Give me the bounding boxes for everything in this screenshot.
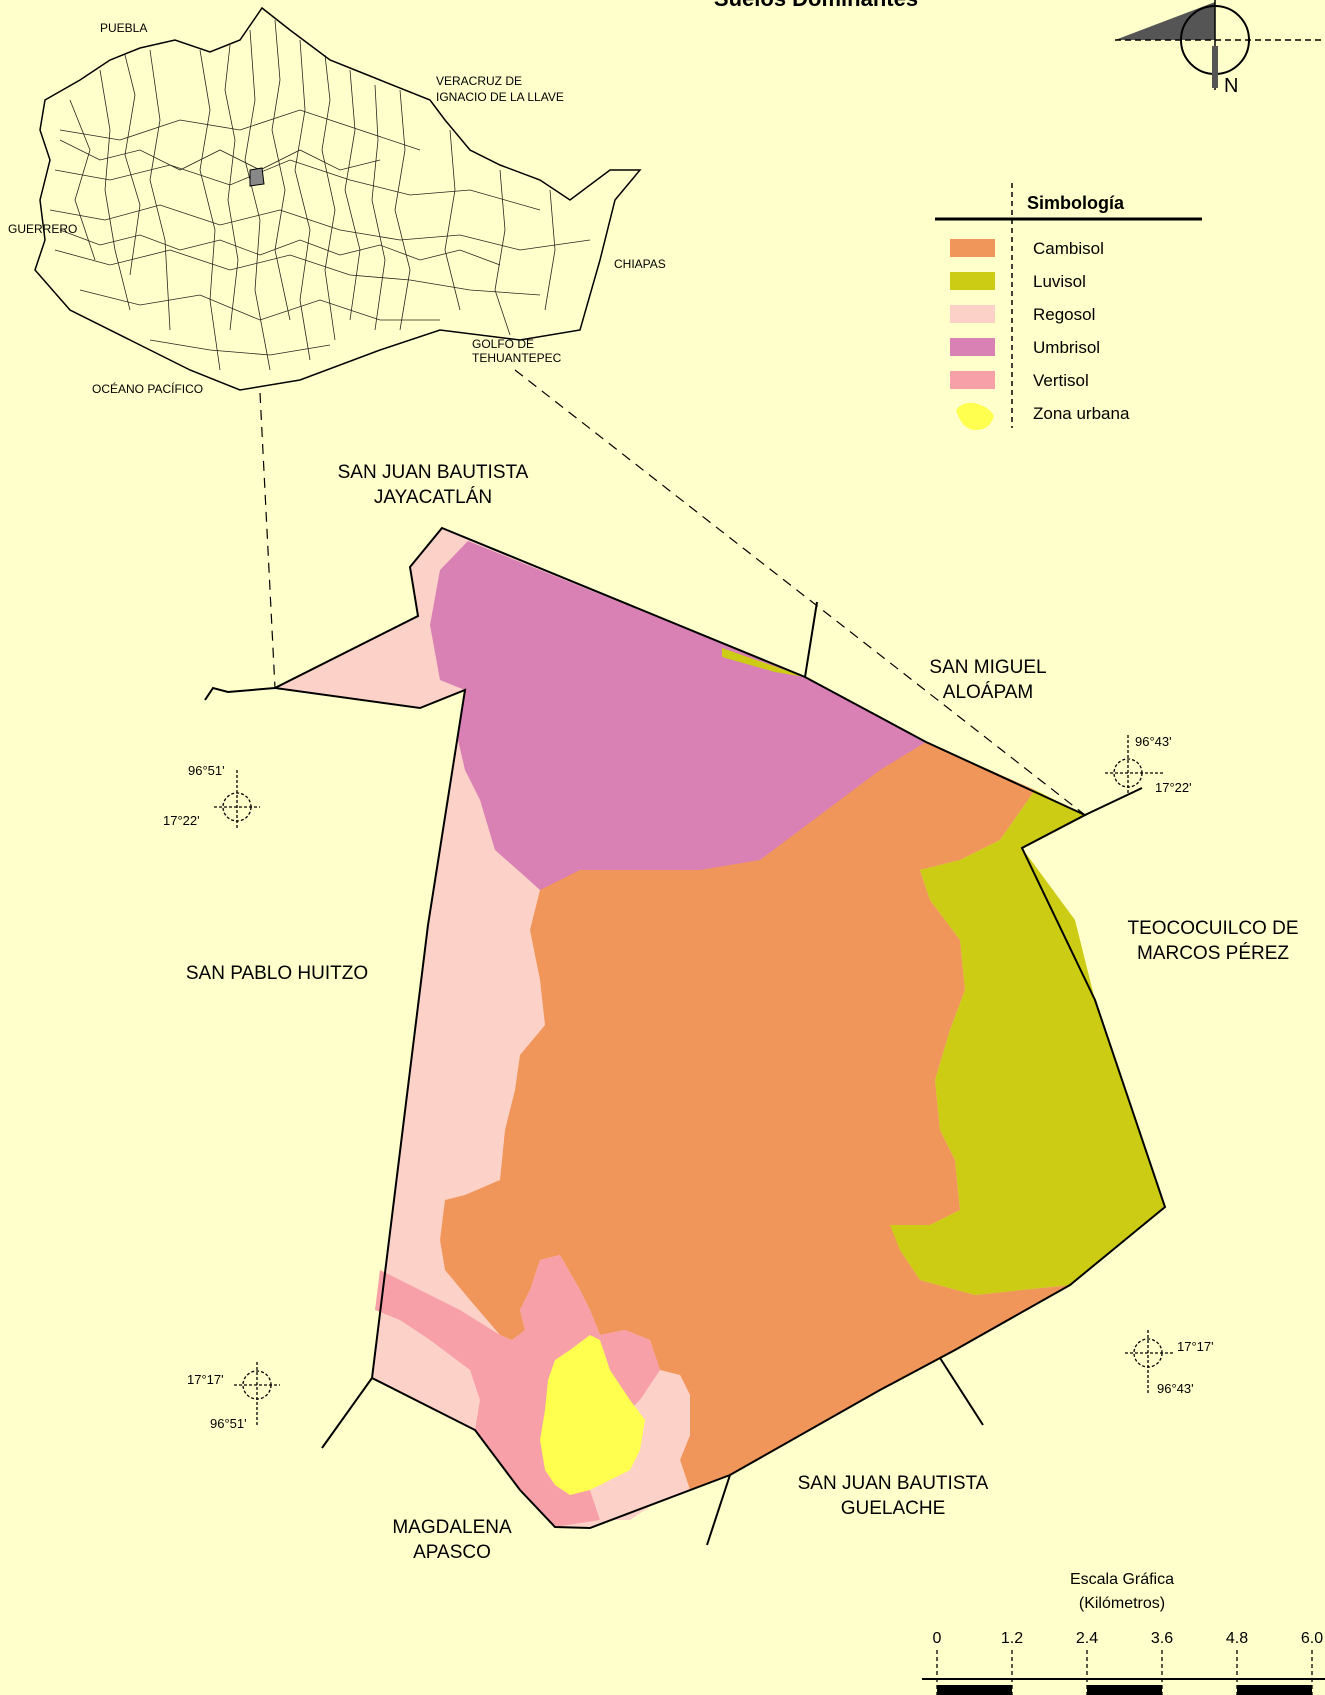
inset-label-oceano: OCÉANO PACÍFICO (92, 381, 203, 396)
label-guelache-1: SAN JUAN BAUTISTA (798, 1473, 989, 1494)
inset-municipality-highlight (249, 167, 265, 187)
crosshair-icon (234, 1362, 280, 1425)
map-title: Suelos Dominantes (714, 0, 918, 11)
coord-nw-lon: 96°51' (188, 763, 225, 778)
region-luvisol-east (890, 790, 1165, 1295)
region-umbrisol (430, 541, 926, 910)
coord-sw-lat: 17°17' (187, 1372, 224, 1387)
legend-label-luvisol: Luvisol (1033, 272, 1086, 291)
label-jayacatlan-2: JAYACATLÁN (374, 487, 492, 508)
legend-swatch-vertisol (950, 371, 995, 389)
inset-label-guerrero: GUERRERO (8, 222, 77, 236)
label-jayacatlan-1: SAN JUAN BAUTISTA (338, 462, 529, 483)
region-zona-urbana (540, 1335, 645, 1495)
inset-label-golfo-1: GOLFO DE (472, 337, 534, 351)
scale-segment (937, 1685, 1012, 1695)
municipality-soil-regions (271, 526, 1167, 1530)
inset-label-puebla: PUEBLA (100, 21, 147, 35)
legend-swatch-umbrisol (950, 338, 995, 356)
scale-tick-label: 1.2 (1001, 1630, 1023, 1647)
region-luvisol-sliver (722, 648, 805, 677)
inset-label-chiapas: CHIAPAS (614, 257, 666, 271)
legend-label-zona-urbana: Zona urbana (1033, 404, 1130, 423)
coord-se-lon: 96°43' (1157, 1381, 1194, 1396)
coord-se-lat: 17°17' (1177, 1339, 1214, 1354)
legend-swatch-luvisol (950, 272, 995, 290)
neighbor-labels: SAN JUAN BAUTISTA JAYACATLÁN SAN MIGUEL … (186, 462, 1299, 1563)
label-guelache-2: GUELACHE (841, 1498, 946, 1519)
label-aloapam-1: SAN MIGUEL (929, 657, 1046, 678)
municipality-outline (271, 526, 1167, 1530)
inset-label-veracruz-1: VERACRUZ DE (436, 74, 522, 88)
label-aloapam-2: ALOÁPAM (943, 682, 1033, 703)
legend-label-regosol: Regosol (1033, 305, 1095, 324)
coord-ne-lon: 96°43' (1135, 734, 1172, 749)
crosshair-icon (1125, 1330, 1175, 1395)
legend-label-umbrisol: Umbrisol (1033, 338, 1100, 357)
legend-heading: Simbología (1027, 193, 1125, 213)
scale-segment (1237, 1685, 1312, 1695)
legend-label-cambisol: Cambisol (1033, 239, 1104, 258)
inset-label-golfo-2: TEHUANTEPEC (472, 351, 562, 365)
scale-tick-label: 6.0 (1301, 1630, 1323, 1647)
label-teococuilco-2: MARCOS PÉREZ (1137, 943, 1289, 964)
label-huitzo: SAN PABLO HUITZO (186, 963, 368, 984)
scale-title: Escala Gráfica (1070, 1571, 1174, 1588)
scale-tick-label: 4.8 (1226, 1630, 1248, 1647)
inset-state-map: PUEBLA VERACRUZ DE IGNACIO DE LA LLAVE G… (8, 6, 666, 396)
scale-segment (1087, 1685, 1162, 1695)
crosshair-icon (214, 770, 260, 830)
region-cambisol (440, 742, 1070, 1490)
label-apasco-1: MAGDALENA (392, 1517, 512, 1538)
legend-swatch-zona-urbana (956, 402, 994, 430)
north-arrow-icon: N (1115, 0, 1325, 97)
north-label: N (1224, 75, 1238, 97)
label-apasco-2: APASCO (413, 1542, 491, 1563)
scale-tick-label: 0 (933, 1630, 942, 1647)
coord-nw-lat: 17°22' (163, 813, 200, 828)
scale-bar: Escala Gráfica (Kilómetros) 0 1.2 2.4 3.6 4.… (922, 1571, 1325, 1695)
legend-label-vertisol: Vertisol (1033, 371, 1089, 390)
crosshair-icon (1105, 735, 1165, 795)
legend: Simbología CambisolLuvisolRegosolUmbriso… (935, 183, 1202, 430)
legend-swatch-regosol (950, 305, 995, 323)
coord-sw-lon: 96°51' (210, 1416, 247, 1431)
scale-unit: (Kilómetros) (1079, 1595, 1165, 1612)
neighbor-boundary-lines (204, 601, 1143, 1546)
coordinate-markers: 96°51' 17°22' 96°43' 17°22' 17°17' 96°51… (163, 734, 1214, 1431)
label-teococuilco-1: TEOCOCUILCO DE (1127, 918, 1298, 939)
coord-ne-lat: 17°22' (1155, 780, 1192, 795)
inset-connector-lines (259, 369, 1086, 816)
inset-label-veracruz-2: IGNACIO DE LA LLAVE (436, 90, 564, 104)
scale-tick-label: 2.4 (1076, 1630, 1098, 1647)
scale-tick-label: 3.6 (1151, 1630, 1173, 1647)
inset-state-outline (34, 6, 642, 391)
legend-swatch-cambisol (950, 239, 995, 257)
